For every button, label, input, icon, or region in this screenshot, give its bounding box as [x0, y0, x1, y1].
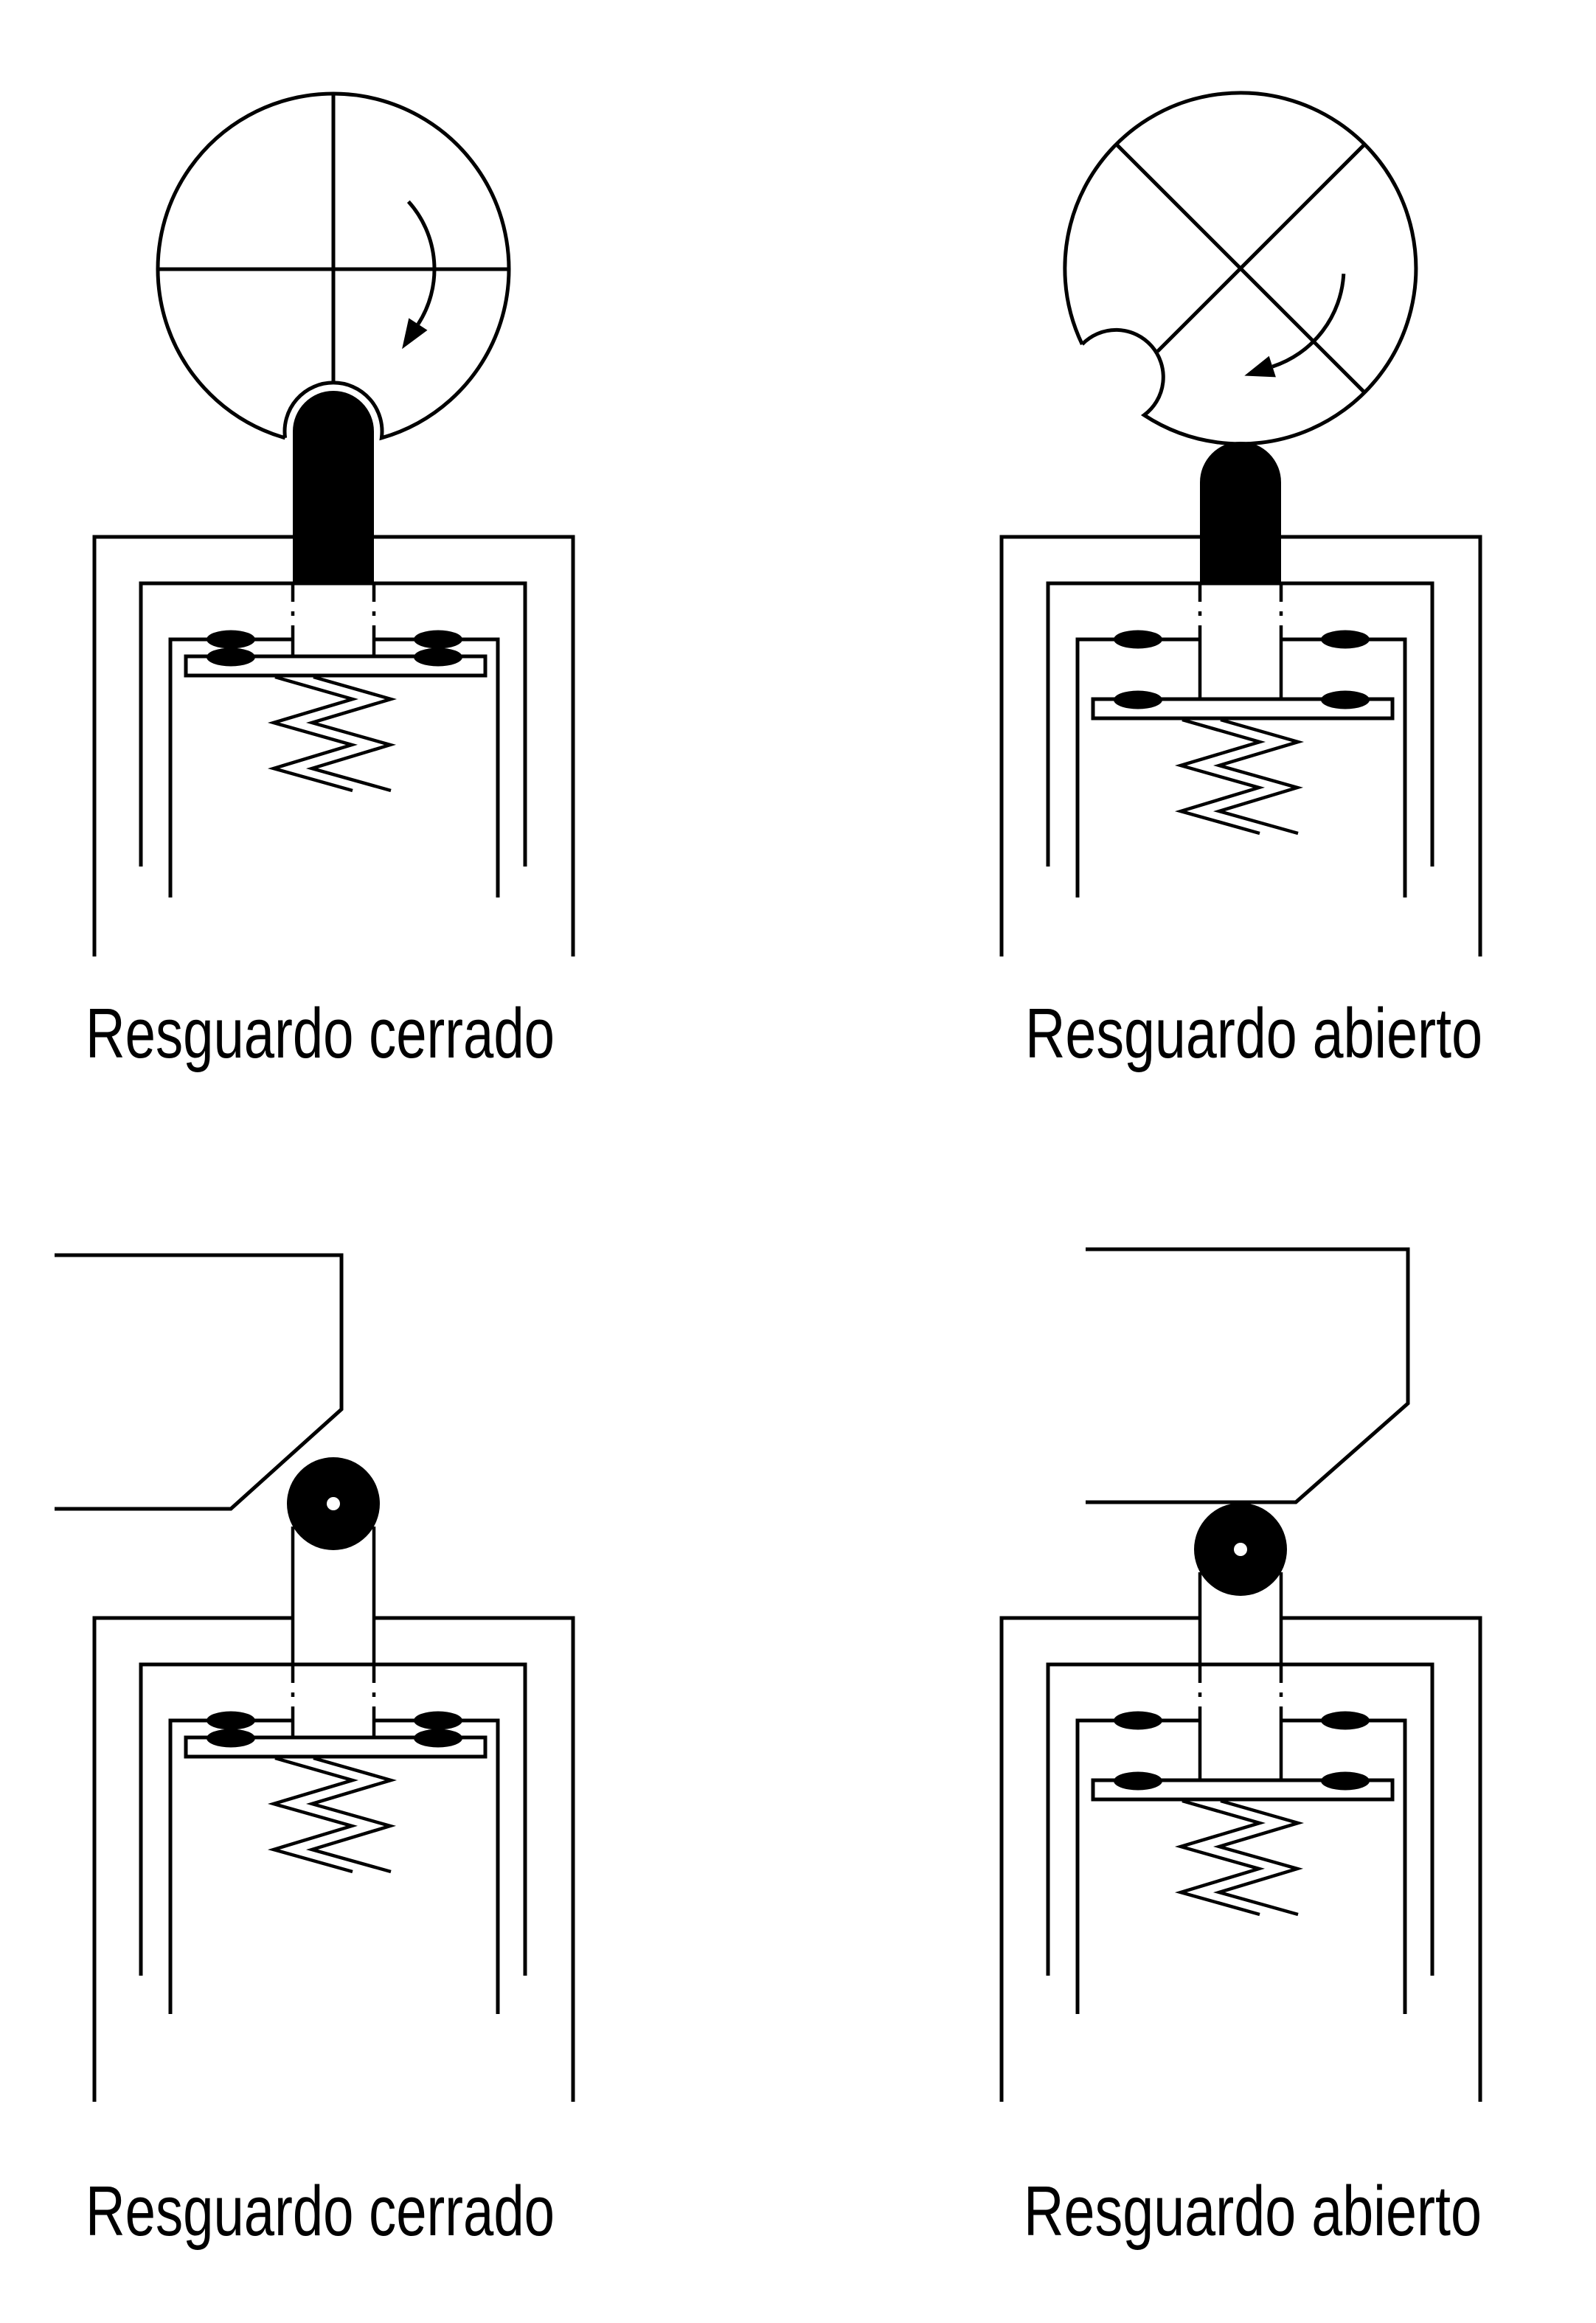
contact-bridge-bar [184, 1735, 488, 1759]
plunger-guide-dashed-line [291, 1664, 376, 1709]
panel-label: Resguardo cerrado [86, 994, 555, 1073]
panel-label: Resguardo abierto [1024, 2172, 1482, 2251]
fixed-contact [1114, 630, 1162, 649]
contacts-open [1114, 630, 1370, 709]
rotation-arrow-icon [402, 200, 437, 350]
contact-bridge-bar [184, 654, 488, 678]
panel-label: Resguardo cerrado [86, 2172, 555, 2251]
return-spring [267, 1756, 398, 1874]
moving-contact [1114, 690, 1162, 709]
plunger-guide-dashed-line [291, 583, 376, 628]
cam-cross-diagonal-line [1156, 142, 1367, 353]
contacts-open [1114, 1711, 1370, 1791]
moving-contact [414, 1729, 462, 1748]
panel-bottom-right: Resguardo abierto [999, 1247, 1482, 2251]
panel-top-left: Resguardo cerrado [86, 91, 575, 1073]
roller-axle-dot [327, 1497, 340, 1510]
plunger-rod [1200, 442, 1281, 583]
plunger-link-line [291, 1709, 376, 1737]
contacts-closed [207, 630, 462, 667]
plunger-link-line [291, 628, 376, 656]
moving-contact [1321, 1771, 1370, 1791]
return-spring [1174, 1799, 1305, 1917]
fixed-contact [414, 1711, 462, 1730]
switch-housing [92, 1616, 575, 2102]
switch-housing [92, 535, 575, 956]
fixed-contact [1321, 630, 1370, 649]
guard-edge [55, 1253, 344, 1511]
fixed-contact [207, 1711, 255, 1730]
fixed-contact [414, 630, 462, 649]
return-spring [267, 675, 398, 793]
moving-contact [1321, 690, 1370, 709]
guard-edge [1086, 1247, 1410, 1504]
cam-disc [156, 91, 511, 441]
plunger-link-line [291, 1527, 376, 1664]
moving-contact [207, 647, 255, 667]
rotation-arrow-icon [1244, 274, 1346, 378]
panel-top-right: Resguardo abierto [999, 91, 1482, 1073]
fixed-contact [1114, 1711, 1162, 1730]
plunger-link-line [1198, 1709, 1283, 1780]
switch-housing [999, 1616, 1482, 2102]
return-spring [1174, 718, 1305, 836]
panel-label: Resguardo abierto [1025, 994, 1482, 1073]
plunger-rod [293, 391, 374, 583]
contact-bridge-bar [1091, 697, 1395, 720]
moving-contact [1114, 1771, 1162, 1791]
fixed-contact [1321, 1711, 1370, 1730]
plunger-link-line [1198, 628, 1283, 699]
fixed-contact [207, 630, 255, 649]
plunger-guide-dashed-line [1198, 1664, 1283, 1709]
plunger-guide-dashed-line [1198, 583, 1283, 628]
moving-contact [414, 647, 462, 667]
panel-bottom-left: Resguardo cerrado [55, 1253, 575, 2251]
contacts-closed [207, 1711, 462, 1748]
moving-contact [207, 1729, 255, 1748]
roller-axle-dot [1234, 1543, 1247, 1556]
cam-disc [1063, 91, 1418, 446]
contact-bridge-bar [1091, 1778, 1395, 1802]
